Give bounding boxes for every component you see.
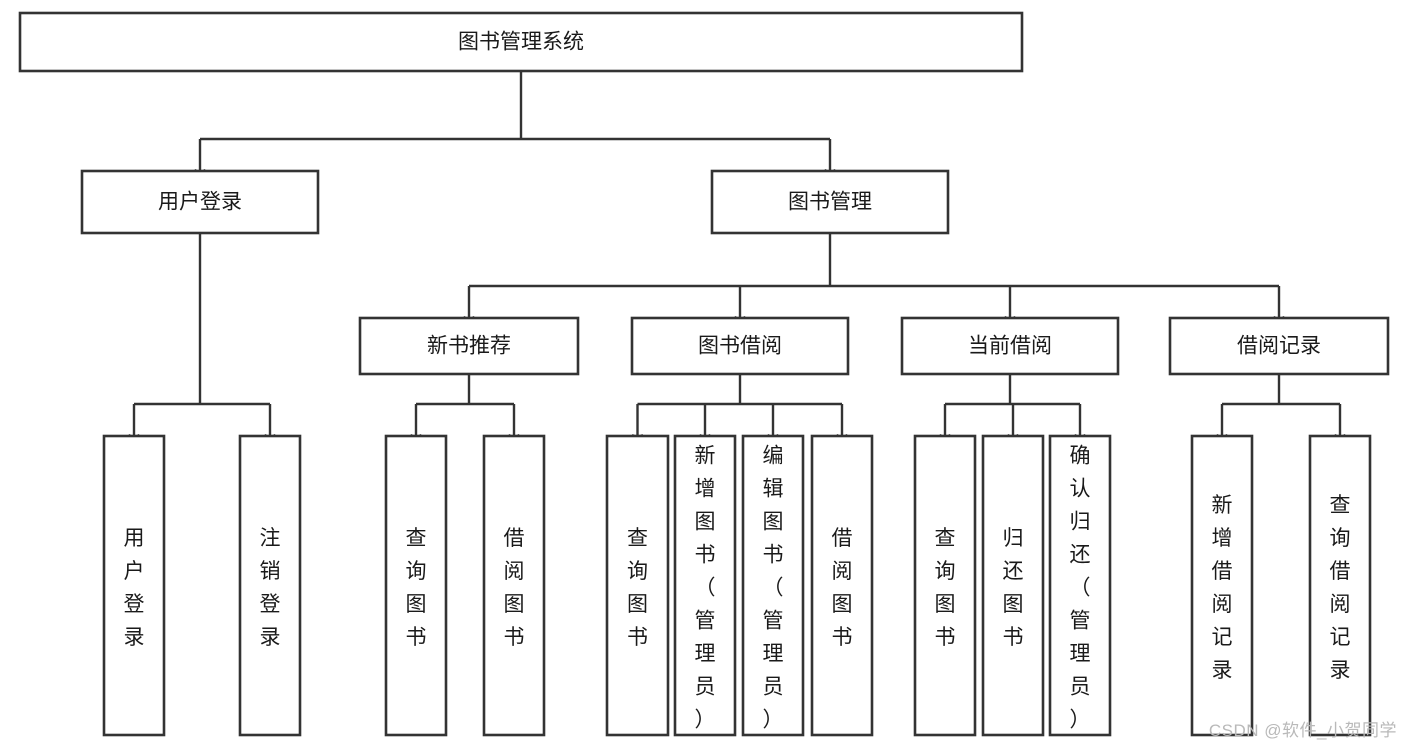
node-leaf-query-book-3[interactable]: 查询图书: [913, 434, 977, 737]
node-label-user-login: 用户登录: [158, 191, 242, 214]
node-label-leaf-query-book-1: 查询图书: [406, 527, 427, 649]
node-box-leaf-confirm-return: [1048, 434, 1112, 737]
node-leaf-add-record[interactable]: 新增借阅记录: [1190, 434, 1254, 737]
node-leaf-confirm-return[interactable]: 确认归还（管理员）: [1048, 434, 1112, 737]
node-box-leaf-user-login: [102, 434, 166, 737]
node-label-new-book-rec: 新书推荐: [427, 335, 511, 358]
node-leaf-return-book[interactable]: 归还图书: [981, 434, 1045, 737]
node-label-current-borrow: 当前借阅: [968, 335, 1052, 358]
node-label-leaf-return-book: 归还图书: [1003, 527, 1024, 649]
node-book-manage[interactable]: 图书管理: [710, 169, 950, 235]
node-leaf-user-login[interactable]: 用户登录: [102, 434, 166, 737]
node-box-leaf-query-book-1: [384, 434, 448, 737]
node-box-borrow-record: [1168, 316, 1390, 376]
edges-layer: [128, 71, 1346, 443]
node-box-leaf-query-book-2: [605, 434, 670, 737]
node-label-leaf-borrow-book-1: 借阅图书: [504, 527, 525, 649]
node-box-current-borrow: [900, 316, 1120, 376]
node-box-leaf-add-record: [1190, 434, 1254, 737]
node-label-leaf-borrow-book-2: 借阅图书: [832, 527, 853, 649]
nodes-layer: 图书管理系统用户登录图书管理新书推荐图书借阅当前借阅借阅记录用户登录注销登录查询…: [18, 11, 1390, 737]
node-leaf-logout[interactable]: 注销登录: [238, 434, 302, 737]
node-box-book-borrow: [630, 316, 850, 376]
node-box-leaf-query-record: [1308, 434, 1372, 737]
node-label-borrow-record: 借阅记录: [1237, 335, 1321, 358]
node-box-user-login: [80, 169, 320, 235]
node-box-book-manage: [710, 169, 950, 235]
node-root[interactable]: 图书管理系统: [18, 11, 1024, 73]
node-label-leaf-add-book: 新增图书（管理员）: [695, 445, 716, 732]
node-box-leaf-add-book: [673, 434, 737, 737]
node-label-leaf-user-login: 用户登录: [124, 527, 145, 649]
node-book-borrow[interactable]: 图书借阅: [630, 316, 850, 376]
node-label-leaf-logout: 注销登录: [260, 527, 281, 649]
node-box-leaf-logout: [238, 434, 302, 737]
node-box-leaf-return-book: [981, 434, 1045, 737]
node-label-leaf-query-book-2: 查询图书: [627, 527, 648, 649]
node-leaf-query-book-2[interactable]: 查询图书: [605, 434, 670, 737]
node-leaf-borrow-book-2[interactable]: 借阅图书: [810, 434, 874, 737]
node-label-root: 图书管理系统: [458, 31, 584, 54]
node-user-login[interactable]: 用户登录: [80, 169, 320, 235]
node-box-new-book-rec: [358, 316, 580, 376]
node-label-book-manage: 图书管理: [788, 191, 872, 214]
node-new-book-rec[interactable]: 新书推荐: [358, 316, 580, 376]
node-box-leaf-borrow-book-1: [482, 434, 546, 737]
node-label-leaf-confirm-return: 确认归还（管理员）: [1070, 445, 1091, 732]
node-leaf-query-record[interactable]: 查询借阅记录: [1308, 434, 1372, 737]
node-box-root: [18, 11, 1024, 73]
node-label-leaf-query-book-3: 查询图书: [935, 527, 956, 649]
node-leaf-borrow-book-1[interactable]: 借阅图书: [482, 434, 546, 737]
node-label-leaf-edit-book: 编辑图书（管理员）: [763, 445, 784, 732]
node-box-leaf-borrow-book-2: [810, 434, 874, 737]
node-box-leaf-query-book-3: [913, 434, 977, 737]
node-label-leaf-query-record: 查询借阅记录: [1330, 494, 1351, 682]
node-label-leaf-add-record: 新增借阅记录: [1212, 494, 1233, 682]
node-leaf-add-book[interactable]: 新增图书（管理员）: [673, 434, 737, 737]
node-box-leaf-edit-book: [741, 434, 805, 737]
node-label-book-borrow: 图书借阅: [698, 335, 782, 358]
node-current-borrow[interactable]: 当前借阅: [900, 316, 1120, 376]
node-leaf-edit-book[interactable]: 编辑图书（管理员）: [741, 434, 805, 737]
node-leaf-query-book-1[interactable]: 查询图书: [384, 434, 448, 737]
node-borrow-record[interactable]: 借阅记录: [1168, 316, 1390, 376]
